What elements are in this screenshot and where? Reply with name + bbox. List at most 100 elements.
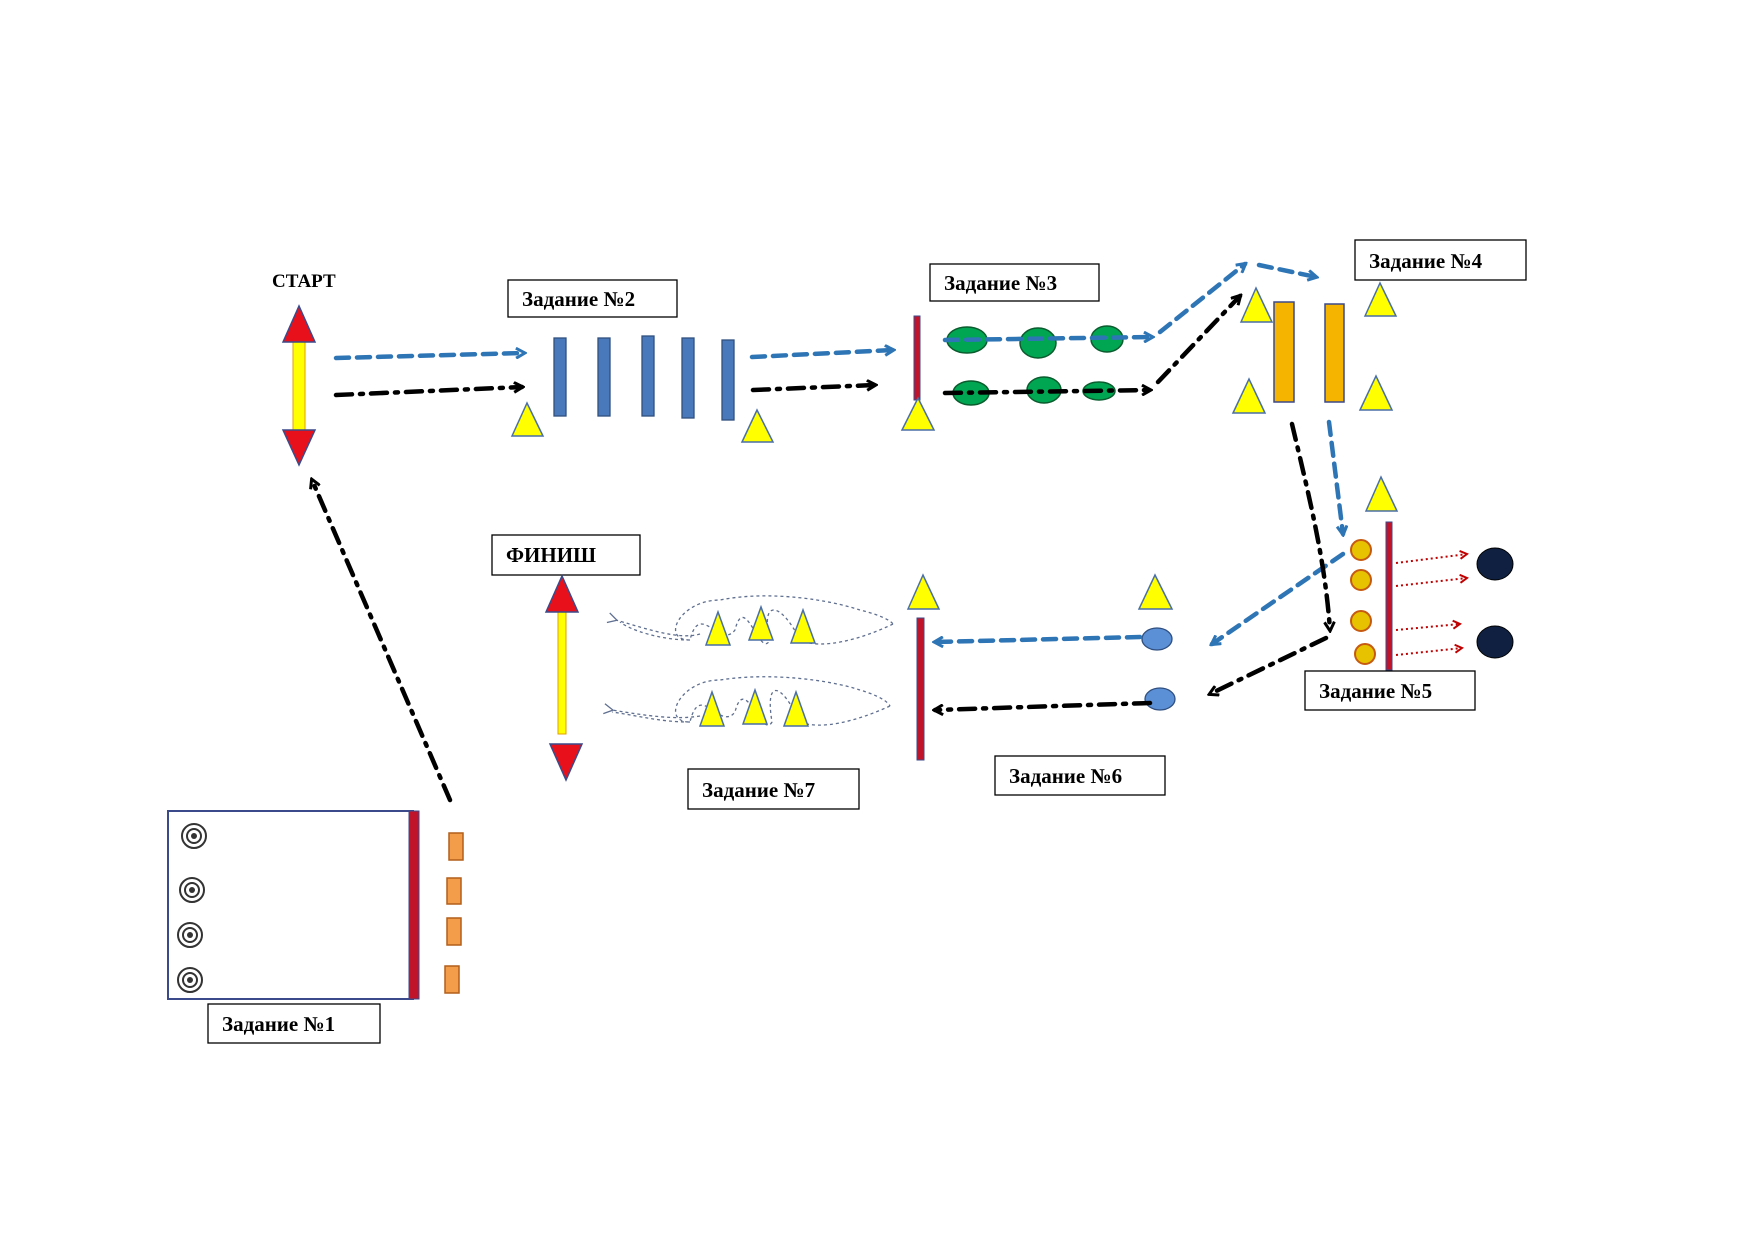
small-ball [1350,569,1372,591]
start-line [913,315,921,401]
cone-icon [900,396,936,431]
start-arrow-up-icon [281,304,317,343]
route-arrow [935,634,1143,642]
cone-icon [741,687,769,725]
cone-icon [1137,573,1174,610]
route-arrow [333,387,522,398]
start-marker: СТАРТ [272,271,336,467]
target-icon [179,877,205,903]
target-disc [1476,547,1514,581]
route-arrow [333,353,524,361]
weave-path [611,676,891,726]
task1-label-box [207,1003,381,1044]
finish-label: ФИНИШ [506,543,596,567]
task5-station: Задание №5 [1304,475,1514,711]
weave-arrow [616,620,701,637]
task4-label: Задание №4 [1369,249,1483,273]
finish-arrow-up-icon [544,574,580,613]
task4-label-box [1354,239,1527,281]
route-arrow [1289,421,1330,630]
cone-icon [740,408,775,443]
task6-label: Задание №6 [1009,764,1122,788]
route-arrow [750,385,875,393]
target-disc [1476,625,1514,659]
cone-icon [782,689,810,727]
finish-yellow-bar [557,611,567,735]
route-arrow [1210,635,1329,694]
cone-icon [1364,475,1399,512]
cone-icon [747,604,775,641]
throw-arrow [1395,578,1467,587]
route-arrow [1155,296,1240,385]
throw-block [448,832,464,861]
target-icon [177,922,203,948]
small-ball [1354,643,1376,665]
cone-icon [510,401,545,437]
hurdle [721,339,735,421]
task1-throw-line [408,810,420,1000]
task5-label-box [1304,670,1476,711]
task2-label-box [507,279,678,318]
black-route [312,296,1330,803]
hurdle [681,337,695,419]
throw-arrow [1395,624,1460,631]
cone-icon [1239,286,1274,323]
start-yellow-bar [292,337,306,439]
finish-marker: ФИНИШ [491,534,641,782]
cone-icon [704,609,732,646]
hurdle [553,337,567,417]
task7-label-box [687,768,860,810]
cone-icon [789,607,817,644]
blue-ball [1144,687,1176,711]
task1-label: Задание №1 [222,1012,335,1036]
target-icon [177,967,203,993]
route-arrow [312,480,453,803]
cone-icon [1363,281,1398,317]
mat [1273,301,1295,403]
route-arrow [942,390,1150,393]
task7-label: Задание №7 [702,778,815,802]
cone-icon [698,689,726,727]
small-ball [1350,610,1372,632]
hurdle [641,335,655,417]
task3-label: Задание №3 [944,271,1057,295]
start-label: СТАРТ [272,271,336,292]
finish-line-task6 [916,617,925,761]
start-arrow-down-icon [281,429,317,467]
route-arrow [1256,262,1316,277]
task4-station: Задание №4 [1231,239,1527,414]
task2-label: Задание №2 [522,287,635,311]
task1-station: Задание №1 [167,810,464,1044]
task3-label-box [929,263,1100,302]
cone-icon [1358,374,1394,411]
blue-route [333,262,1343,644]
task6-station: Задание №6 [906,573,1176,796]
finish-arrow-down-icon [548,743,584,782]
route-arrow [1157,264,1245,335]
throw-line [1385,521,1393,671]
task2-station: Задание №2 [507,279,775,443]
finish-label-box [491,534,641,576]
throw-block [444,965,460,994]
cone-icon [1231,377,1267,414]
mat [1324,303,1345,403]
route-arrow [749,350,893,360]
green-ball [1019,327,1057,359]
throw-block [446,877,462,905]
route-arrow [935,700,1153,710]
hurdle [597,337,611,417]
route-arrow [942,337,1152,340]
task3-station: Задание №3 [900,263,1124,431]
throw-arrow [1395,554,1467,564]
cone-icon [906,573,941,610]
route-arrow [1326,419,1343,534]
throw-arrow [1395,648,1462,656]
blue-ball [1141,627,1173,651]
task5-label: Задание №5 [1319,679,1432,703]
task7-station: Задание №7 [611,595,894,810]
small-ball [1350,539,1372,561]
task1-field [167,810,414,1000]
target-icon [181,823,207,849]
task6-label-box [994,755,1166,796]
